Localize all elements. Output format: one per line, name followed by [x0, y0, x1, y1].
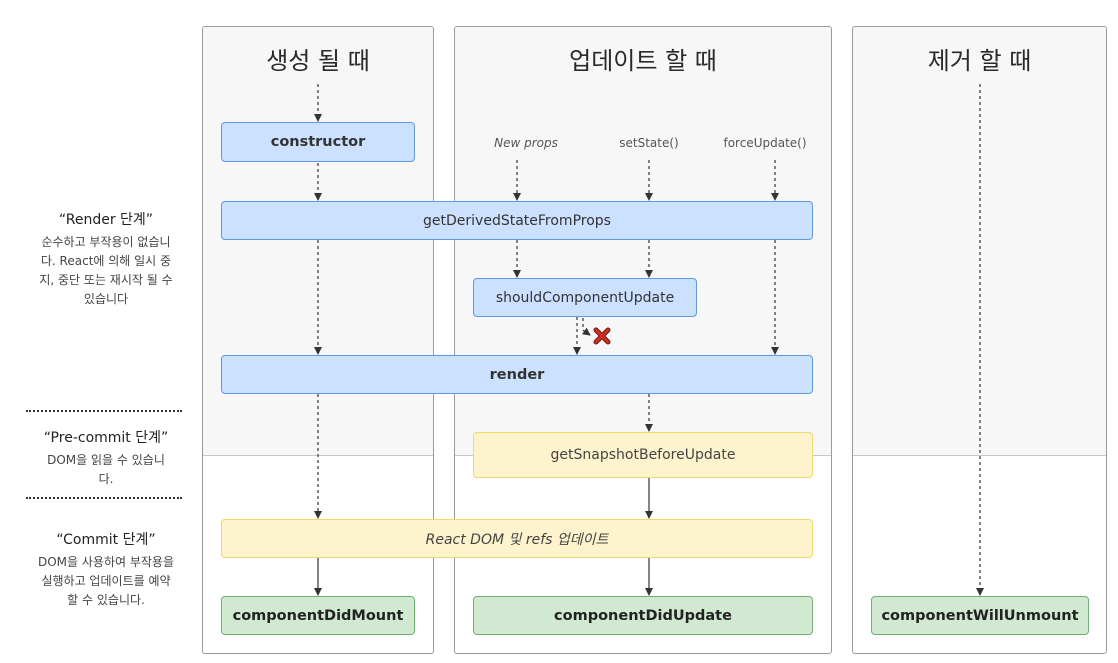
phase-separator-1	[26, 410, 182, 412]
stop-x-icon	[593, 327, 611, 345]
phase-separator-2	[26, 497, 182, 499]
commit-phase-title: “Commit 단계”	[56, 532, 156, 548]
render-phase-title: “Render 단계”	[58, 212, 154, 228]
react-dom-update-box: React DOM 및 refs 업데이트	[221, 519, 813, 558]
render-box: render	[221, 355, 813, 394]
should-component-update-box: shouldComponentUpdate	[473, 278, 697, 317]
precommit-phase-title: “Pre-commit 단계”	[43, 430, 169, 446]
commit-phase-label: “Commit 단계” DOM을 사용하여 부작용을 실행하고 업데이트를 예약…	[22, 529, 190, 610]
precommit-phase-label: “Pre-commit 단계” DOM을 읽을 수 있습니다.	[22, 427, 190, 489]
arrow-scu-false	[581, 318, 591, 336]
set-state-trigger: setState()	[619, 136, 679, 150]
update-column-title: 업데이트 할 때	[569, 47, 717, 75]
render-phase-description: 순수하고 부작용이 없습니다. React에 의해 일시 중지, 중단 또는 재…	[39, 235, 173, 306]
precommit-phase-description: DOM을 읽을 수 있습니다.	[47, 453, 165, 486]
mount-column-title: 생성 될 때	[266, 47, 370, 75]
component-will-unmount-box: componentWillUnmount	[871, 596, 1089, 635]
get-snapshot-before-update-box: getSnapshotBeforeUpdate	[473, 432, 813, 478]
render-phase-label: “Render 단계” 순수하고 부작용이 없습니다. React에 의해 일시…	[22, 209, 190, 309]
unmount-column-title: 제거 할 때	[927, 47, 1032, 75]
commit-phase-description: DOM을 사용하여 부작용을 실행하고 업데이트를 예약 할 수 있습니다.	[37, 555, 175, 607]
component-did-update-box: componentDidUpdate	[473, 596, 813, 635]
constructor-box: constructor	[221, 122, 415, 162]
component-did-mount-box: componentDidMount	[221, 596, 415, 635]
new-props-trigger: New props	[494, 136, 558, 150]
get-derived-state-from-props-box: getDerivedStateFromProps	[221, 201, 813, 240]
force-update-trigger: forceUpdate()	[723, 136, 807, 150]
